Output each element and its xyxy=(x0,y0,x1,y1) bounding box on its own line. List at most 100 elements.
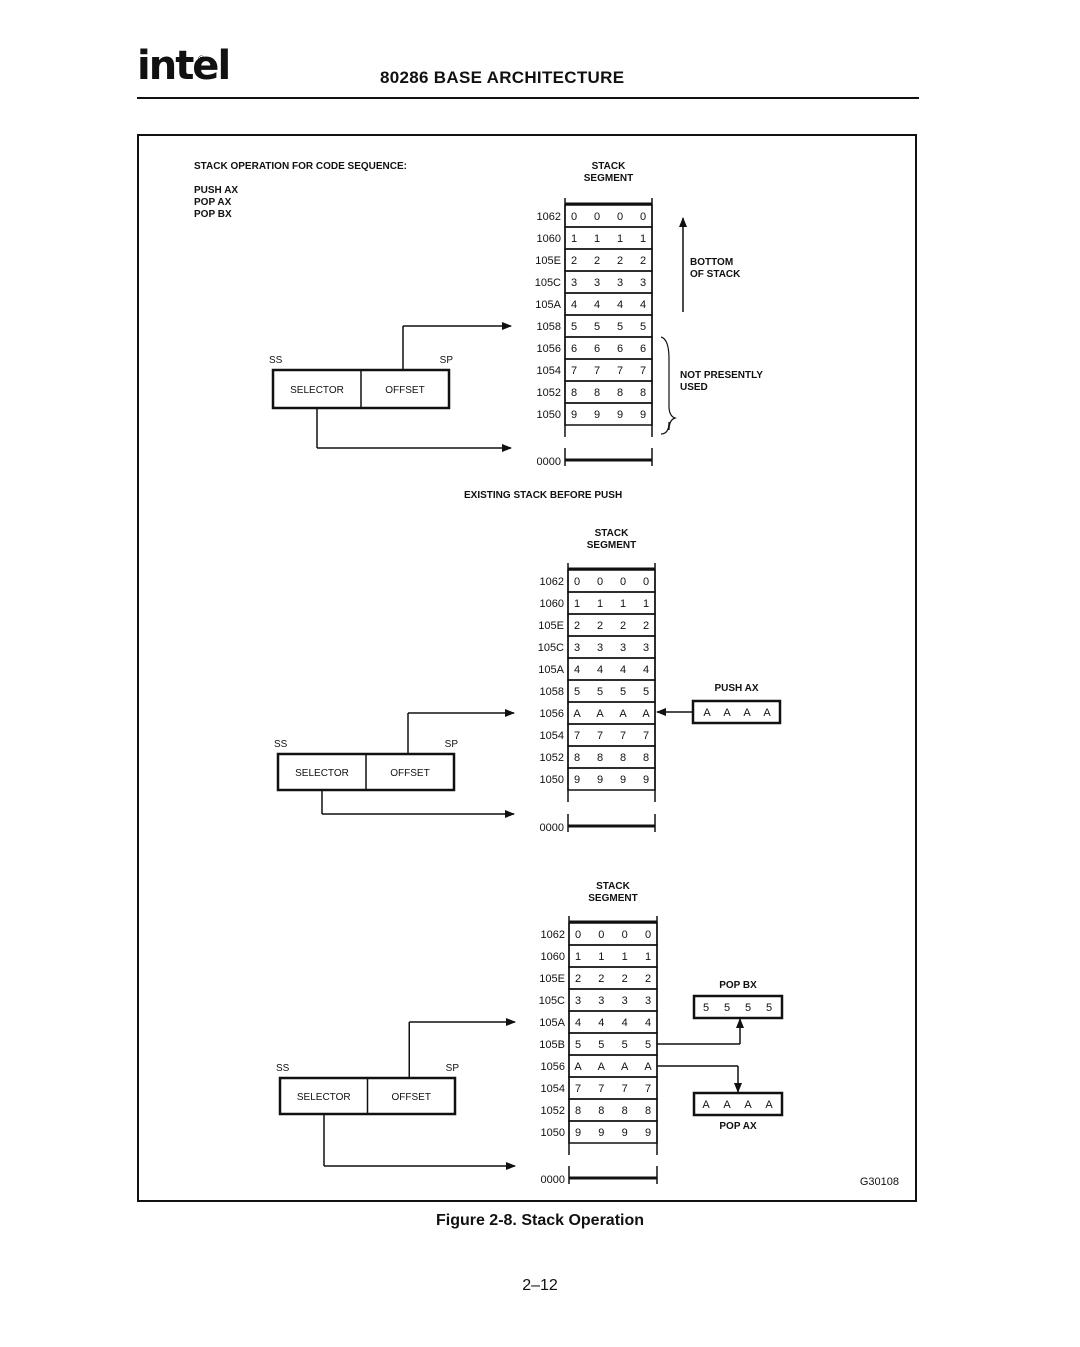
base-address: 0000 xyxy=(537,456,561,468)
stack-cell-row xyxy=(567,591,656,615)
ss-label: SS xyxy=(269,355,283,366)
stack-segment-title: SEGMENT xyxy=(584,173,633,184)
stack-byte: 3 xyxy=(571,277,577,289)
stack-address: 1054 xyxy=(537,365,561,377)
stack-byte: 0 xyxy=(571,211,577,223)
stack-byte: 9 xyxy=(640,409,646,421)
selector-label: SELECTOR xyxy=(295,768,349,779)
stack-cell-row xyxy=(568,966,658,990)
stack-byte: 2 xyxy=(597,620,603,632)
stack-cell-row xyxy=(564,226,653,250)
register-byte: A xyxy=(765,1099,773,1111)
stack-cell-row xyxy=(568,1098,658,1122)
stack-cell-row xyxy=(564,270,653,294)
stack-address: 1056 xyxy=(537,343,561,355)
stack-address: 105C xyxy=(535,277,561,289)
selector-label: SELECTOR xyxy=(290,385,344,396)
stack-byte: 1 xyxy=(571,233,577,245)
stack-byte: 1 xyxy=(620,598,626,610)
stack-byte: 8 xyxy=(617,387,623,399)
stack-byte: 3 xyxy=(598,995,604,1007)
stack-byte: 5 xyxy=(597,686,603,698)
stack-byte: 0 xyxy=(594,211,600,223)
stack-segment-title: SEGMENT xyxy=(587,540,636,551)
stack-byte: 7 xyxy=(640,365,646,377)
base-address: 0000 xyxy=(540,822,564,834)
stack-byte: 7 xyxy=(575,1083,581,1095)
stack-byte: 5 xyxy=(640,321,646,333)
code-line: POP AX xyxy=(194,197,232,208)
code-line: PUSH AX xyxy=(194,185,238,196)
stack-byte: 9 xyxy=(574,774,580,786)
stack-byte: 9 xyxy=(617,409,623,421)
stack-byte: A xyxy=(644,1061,652,1073)
register-byte: 5 xyxy=(745,1002,751,1014)
register-byte: A xyxy=(743,707,751,719)
stack-cell-row xyxy=(564,402,653,426)
stack-byte: 4 xyxy=(643,664,649,676)
offset-label: OFFSET xyxy=(392,1092,431,1103)
register-byte: 5 xyxy=(703,1002,709,1014)
stack-byte: 3 xyxy=(575,995,581,1007)
stack-byte: A xyxy=(596,708,604,720)
base-address: 0000 xyxy=(541,1174,565,1186)
stack-byte: 3 xyxy=(617,277,623,289)
stack-byte: 4 xyxy=(597,664,603,676)
stack-address: 105B xyxy=(539,1039,565,1051)
stack-address: 1062 xyxy=(541,929,565,941)
selector-label: SELECTOR xyxy=(297,1092,351,1103)
stack-byte: 4 xyxy=(594,299,600,311)
stack-byte: 0 xyxy=(622,929,628,941)
stack-byte: 9 xyxy=(598,1127,604,1139)
stack-byte: 9 xyxy=(622,1127,628,1139)
stack-segment-title: STACK xyxy=(592,161,626,172)
page-title: 80286 BASE ARCHITECTURE xyxy=(380,68,625,87)
not-presently-used-label: USED xyxy=(680,382,708,393)
stack-byte: 5 xyxy=(643,686,649,698)
stack-byte: 4 xyxy=(571,299,577,311)
stack-byte: A xyxy=(642,708,650,720)
stack-address: 1062 xyxy=(540,576,564,588)
stack-byte: 3 xyxy=(645,995,651,1007)
stack-byte: 5 xyxy=(571,321,577,333)
stack-byte: 5 xyxy=(617,321,623,333)
stack-byte: 2 xyxy=(571,255,577,267)
stack-address: 105E xyxy=(538,620,564,632)
stack-byte: 7 xyxy=(620,730,626,742)
stack-cell-row xyxy=(567,745,656,769)
stack-byte: 8 xyxy=(575,1105,581,1117)
stack-byte: 4 xyxy=(622,1017,628,1029)
stack-cell-row xyxy=(564,204,653,228)
stack-byte: 8 xyxy=(597,752,603,764)
stack-byte: 5 xyxy=(620,686,626,698)
ss-label: SS xyxy=(274,739,288,750)
pop-bx-label: POP BX xyxy=(719,980,757,991)
stack-byte: 2 xyxy=(594,255,600,267)
stack-cell-row xyxy=(568,1076,658,1100)
figure-frame xyxy=(137,134,917,1202)
stack-byte: 2 xyxy=(645,973,651,985)
stack-byte: 4 xyxy=(645,1017,651,1029)
stack-byte: 7 xyxy=(643,730,649,742)
stack-byte: 2 xyxy=(622,973,628,985)
stack-byte: 0 xyxy=(597,576,603,588)
stack-byte: 0 xyxy=(640,211,646,223)
bottom-of-stack-label: OF STACK xyxy=(690,269,741,280)
stack-cell-row xyxy=(564,292,653,316)
stack-byte: 3 xyxy=(597,642,603,654)
stack-byte: 5 xyxy=(598,1039,604,1051)
stack-address: 1060 xyxy=(540,598,564,610)
header-rule xyxy=(137,97,919,99)
offset-label: OFFSET xyxy=(385,385,424,396)
registered-mark: ® xyxy=(198,54,205,64)
stack-address: 1052 xyxy=(540,752,564,764)
stack-byte: 6 xyxy=(571,343,577,355)
stack-byte: 1 xyxy=(643,598,649,610)
sp-label: SP xyxy=(445,739,459,750)
stack-address: 1058 xyxy=(537,321,561,333)
stack-byte: 9 xyxy=(643,774,649,786)
stack-cell-row xyxy=(567,569,656,593)
stack-byte: 6 xyxy=(594,343,600,355)
sp-label: SP xyxy=(446,1063,460,1074)
stack-cell-row xyxy=(567,679,656,703)
